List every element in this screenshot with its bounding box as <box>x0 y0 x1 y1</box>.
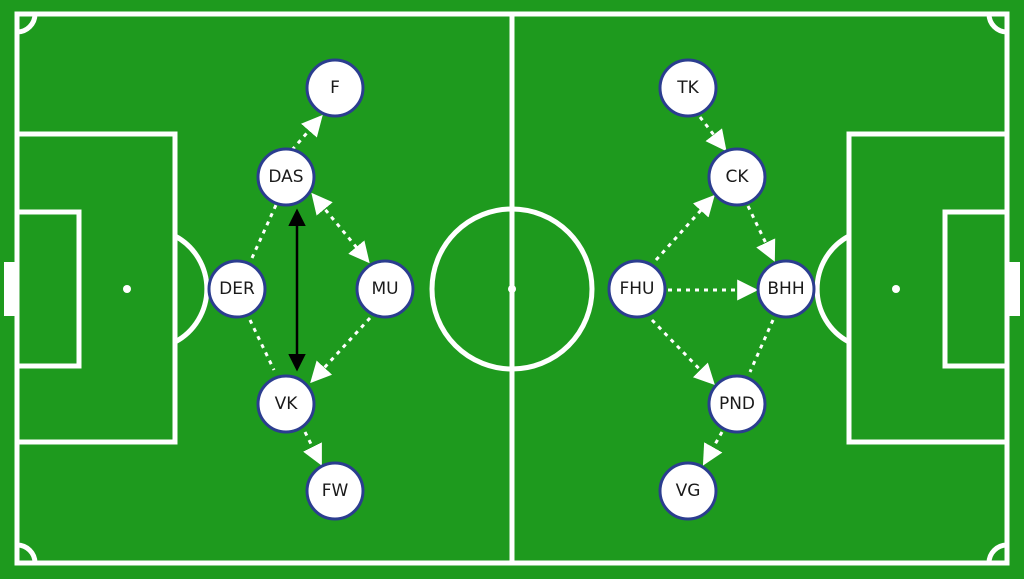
player-label: FHU <box>619 279 654 299</box>
player-label: VK <box>275 394 299 414</box>
corner-arc-top-right <box>986 13 1008 35</box>
center-circle <box>429 206 595 372</box>
player-node-fw[interactable]: FW <box>305 461 365 521</box>
player-label: DAS <box>268 167 303 187</box>
player-node-pnd[interactable]: PND <box>707 374 767 434</box>
pass-line-bhh-pnd <box>748 319 775 373</box>
player-node-vk[interactable]: VK <box>256 374 316 434</box>
pass-arrow-tk-to-ck <box>698 116 727 152</box>
player-label: CK <box>725 167 749 187</box>
pass-arrow-das-to-f <box>290 114 323 151</box>
pass-arrow-vk-to-fw <box>303 431 322 466</box>
corner-arc-bottom-left <box>16 542 38 564</box>
corner-arc-bottom-right <box>986 542 1008 564</box>
right-penalty-spot <box>892 285 900 293</box>
pitch-markings <box>4 11 1020 566</box>
player-label: PND <box>719 394 755 414</box>
player-label: TK <box>676 78 699 98</box>
left-goal <box>4 262 17 316</box>
player-node-fhu[interactable]: FHU <box>607 259 667 319</box>
player-label: DER <box>219 279 255 299</box>
corner-arc-top-left <box>16 13 38 35</box>
player-label: VG <box>676 481 701 501</box>
player-node-mu[interactable]: MU <box>355 259 415 319</box>
right-team-arrows <box>650 116 776 466</box>
left-penalty-spot <box>123 285 131 293</box>
player-node-ck[interactable]: CK <box>707 147 767 207</box>
player-node-bhh[interactable]: BHH <box>756 259 816 319</box>
player-node-tk[interactable]: TK <box>658 58 718 118</box>
left-team-arrows <box>248 114 372 466</box>
player-label: BHH <box>767 279 804 299</box>
pass-line-der-vk <box>248 319 276 371</box>
left-penalty-arc <box>173 233 210 345</box>
right-goal <box>1007 262 1020 316</box>
player-label: MU <box>371 279 398 299</box>
player-label: F <box>330 78 340 98</box>
player-label: FW <box>322 481 349 501</box>
pass-arrow-ck-to-bhh <box>746 205 776 262</box>
left-team: F DAS DER MU VK FW <box>207 58 415 521</box>
pass-line-der-das <box>250 204 278 259</box>
right-team: TK CK FHU BHH PND VG <box>607 58 816 521</box>
player-node-f[interactable]: F <box>305 58 365 118</box>
pass-arrow-pnd-to-vg <box>702 431 724 466</box>
center-spot <box>508 285 516 293</box>
player-node-der[interactable]: DER <box>207 259 267 319</box>
player-node-vg[interactable]: VG <box>658 461 718 521</box>
player-node-das[interactable]: DAS <box>256 147 316 207</box>
right-penalty-arc <box>814 233 851 345</box>
